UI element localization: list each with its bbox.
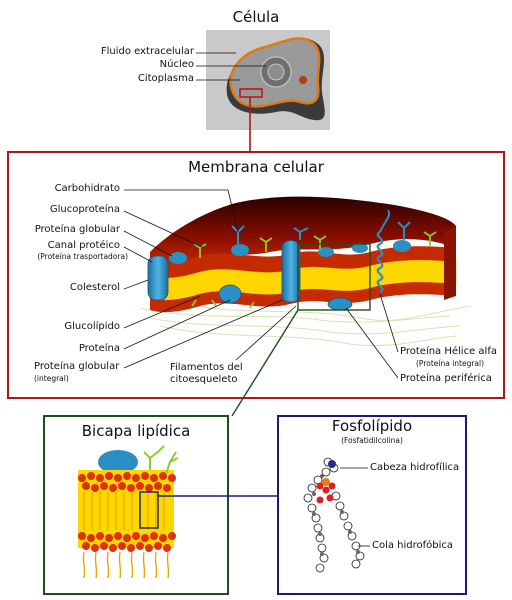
membrane-side xyxy=(444,226,456,300)
label-glycoprotein: Glucoproteína xyxy=(49,204,120,215)
nitrogen-atom xyxy=(328,460,336,468)
cell-zoom-marker xyxy=(239,88,263,98)
label-cytoplasm: Citoplasma xyxy=(137,73,194,84)
label-hydrophilic-head: Cabeza hidrofílica xyxy=(370,462,460,473)
nucleolus-shape xyxy=(267,63,285,81)
membrane-frame xyxy=(7,151,505,399)
label-peripheral: Proteína periférica xyxy=(400,373,492,384)
label-integral-sub: (integral) xyxy=(34,374,69,383)
label-glycolipid: Glucolípido xyxy=(64,321,120,332)
organelle-shape xyxy=(299,76,307,84)
integral-protein xyxy=(281,240,301,303)
bilayer-tails xyxy=(83,492,165,530)
membrane-leader-lines xyxy=(123,189,399,379)
bilayer-zoom-marker xyxy=(297,243,371,311)
globular-protein-top xyxy=(169,252,187,264)
label-protein: Proteína xyxy=(78,343,120,354)
glycolipid-chains xyxy=(191,231,437,309)
alpha-helix-coil xyxy=(376,231,384,293)
cell-title: Célula xyxy=(232,8,280,26)
label-nucleus: Núcleo xyxy=(159,59,194,70)
bilayer-heads-top xyxy=(78,472,176,492)
label-globular-protein: Proteína globular xyxy=(34,224,120,235)
membrane-title: Membrana celular xyxy=(188,158,324,176)
globular-protein-bottom xyxy=(218,284,242,304)
label-alpha-helix: Proteína Hélice alfa xyxy=(400,346,497,357)
label-alpha-helix-sub: (Proteína integral) xyxy=(416,359,485,368)
label-carbohydrate: Carbohidrato xyxy=(54,183,120,194)
label-channel-sub: (Proteína trasportadora) xyxy=(37,252,128,261)
phospholipid-subtitle: (Fosfatidilcolina) xyxy=(341,436,403,445)
phospholipid-frame xyxy=(277,415,467,595)
phospholipid-zoom-marker xyxy=(139,491,159,529)
inner-head-layer xyxy=(150,282,456,313)
bilayer-frame xyxy=(43,415,229,595)
membrane-illustration xyxy=(123,189,471,417)
bilayer-illustration xyxy=(78,445,278,579)
phospholipid-molecule xyxy=(303,457,370,573)
channel-protein xyxy=(147,255,169,301)
label-hydrophobic-tail: Cola hidrofóbica xyxy=(372,540,454,551)
phospholipid-title: Fosfolípido xyxy=(331,417,413,435)
bilayer-protein-top xyxy=(98,450,138,474)
phosphorus-atom xyxy=(322,478,330,486)
label-cytoskeleton: Filamentos del citoesqueleto xyxy=(170,362,243,385)
cell-illustration xyxy=(196,30,330,152)
carbohydrate-chains xyxy=(231,221,411,246)
bilayer-dangling-tails xyxy=(82,551,170,579)
bilayer-sugars xyxy=(143,445,179,475)
label-channel: Canal protéico xyxy=(47,240,120,251)
label-globular-protein-integral: Proteína globular xyxy=(34,361,120,372)
peripheral-protein-shape xyxy=(327,297,353,311)
bilayer-heads-bottom xyxy=(78,532,176,552)
outer-head-layer xyxy=(150,246,456,279)
label-cholesterol: Colesterol xyxy=(69,282,120,293)
label-fluid: Fluido extracelular xyxy=(100,46,194,57)
bilayer-title: Bicapa lipídica xyxy=(81,422,191,440)
